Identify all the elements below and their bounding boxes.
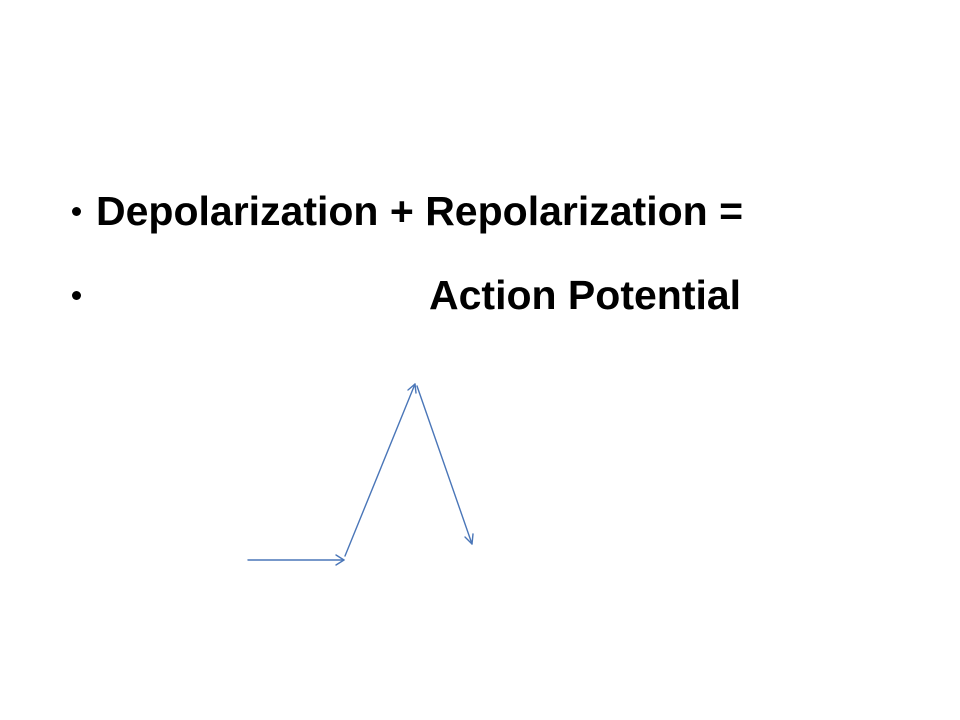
bullet-text: Action Potential (429, 271, 742, 318)
bullet-text: Depolarization + Repolarization = (96, 187, 744, 234)
depolarization-arrow (344, 383, 417, 557)
bullet-item-action-potential: Action Potential (72, 267, 741, 323)
resting-arrow (247, 554, 345, 566)
bullet-point-icon (72, 206, 81, 216)
bullet-point-icon (72, 290, 81, 300)
bullet-item-depolarization-repolarization: Depolarization + Repolarization = (72, 183, 743, 239)
repolarization-arrow (416, 385, 474, 545)
